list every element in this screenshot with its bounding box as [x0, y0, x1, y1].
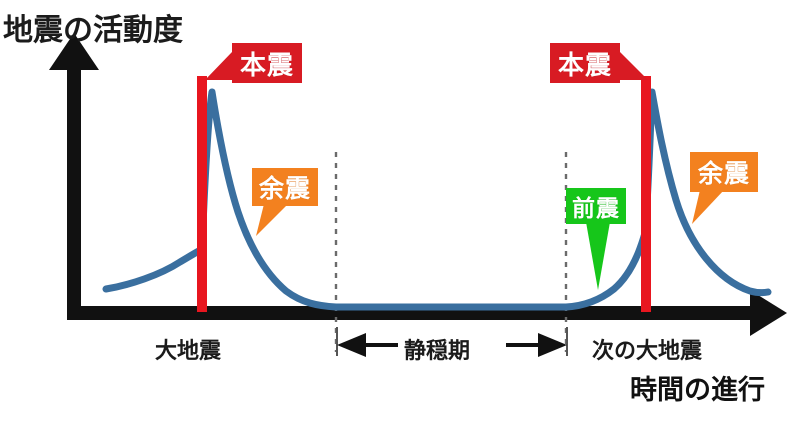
callout-aftershock-second: 余震 — [690, 152, 758, 192]
x-axis-label-first-event: 大地震 — [155, 339, 222, 364]
mainshock-bar-second — [641, 76, 651, 312]
quiet-span-arrowhead-right — [538, 333, 567, 357]
callout-tails-group — [205, 52, 724, 290]
callout-aftershock-first: 余震 — [252, 168, 318, 206]
mainshock-bar-first — [197, 76, 207, 312]
mainshock-callout-tail-right — [620, 52, 648, 80]
guide-lines-group — [334, 152, 568, 352]
y-axis-title: 地震の活動度 — [3, 13, 183, 48]
foreshock-callout-tail — [586, 222, 610, 290]
x-axis-label-quiet-period: 静穏期 — [404, 339, 471, 364]
aftershock-callout-tail-right — [692, 190, 724, 224]
x-axis-line — [67, 306, 757, 320]
event-bars-group — [197, 76, 651, 312]
quiet-span-arrowhead-left — [337, 333, 366, 357]
callout-mainshock-first: 本震 — [232, 43, 302, 83]
x-axis-arrowhead — [750, 290, 787, 336]
x-axis-label-next-event: 次の大地震 — [592, 339, 703, 364]
callout-mainshock-second: 本震 — [550, 43, 620, 83]
x-axis-title: 時間の進行 — [630, 375, 765, 406]
aftershock-callout-tail-left — [256, 204, 288, 236]
callout-foreshock: 前震 — [566, 188, 626, 224]
quiet-period-span-group — [336, 327, 568, 357]
axes-group — [49, 33, 787, 336]
mainshock-callout-tail-left — [205, 52, 232, 80]
y-axis-arrowhead — [49, 33, 99, 70]
y-axis-line — [67, 55, 81, 320]
